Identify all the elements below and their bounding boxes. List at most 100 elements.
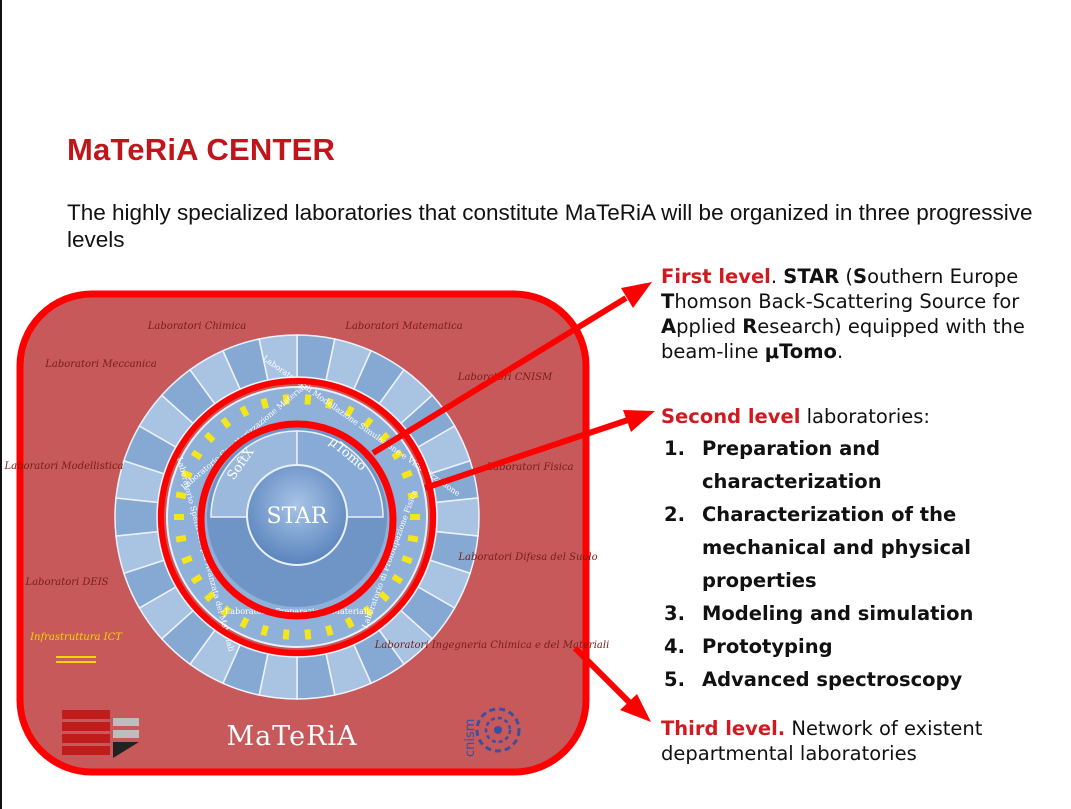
yellow-dash [190, 573, 203, 585]
outer-lab-fisica: Laboratori Fisica [486, 462, 574, 473]
outer-lab-meccanica: Laboratori Meccanica [44, 359, 157, 370]
yellow-dash [325, 624, 334, 637]
star-letter-s: S [853, 265, 868, 288]
yellow-dash [220, 417, 232, 429]
star-core-label: STAR [267, 504, 329, 529]
outer-lab-cnism: Laboratori CNISM [457, 372, 553, 383]
outer-lab-matematica: Laboratori Matematica [344, 321, 462, 332]
outer-ring-segment [114, 497, 159, 537]
second-level-heading: Second level [661, 405, 801, 428]
yellow-dash [344, 616, 355, 629]
yellow-dash [344, 405, 355, 418]
first-level-end: . [836, 340, 844, 363]
outer-ring [114, 334, 480, 700]
list-item-label: Advanced spectroscopy [702, 668, 963, 691]
yellow-dash [260, 397, 269, 410]
stack-logo-icon [62, 710, 139, 758]
second-level-lab-list: 1. Preparation and characterization 2. Cha… [664, 432, 1064, 696]
star-word-1: outhern Europe [867, 265, 1019, 288]
list-item: 3. Modeling and simulation [664, 597, 1064, 630]
yellow-dash [181, 555, 193, 565]
first-level-description: First level. STAR (Southern Europe Thoms… [661, 264, 1061, 364]
yellow-dash [407, 534, 419, 543]
yellow-dash [378, 590, 390, 603]
list-item-label: Prototyping [702, 635, 833, 658]
yellow-dash [401, 469, 413, 479]
list-item-number: 2. [664, 503, 685, 526]
third-level-description: Third level. Network of existent departm… [661, 716, 1061, 766]
ict-underline [56, 656, 96, 663]
outer-lab-modellistica: Laboratori Modellistica [3, 461, 123, 472]
outer-lab-chimica: Laboratori Chimica [147, 321, 247, 332]
intro-text: The highly specialized laboratories that… [67, 200, 1033, 252]
yellow-dash [391, 449, 404, 461]
yellow-dash [362, 605, 374, 617]
first-level-heading: First level [661, 265, 771, 288]
yellow-dash [181, 469, 193, 479]
list-item: 2. Characterization of the mechanical and… [664, 498, 1064, 597]
star-core [246, 464, 348, 566]
list-item-number: 5. [664, 668, 685, 691]
list-item: 4. Prototyping [664, 630, 1064, 663]
list-item: 1. Preparation and characterization [664, 432, 1064, 498]
outer-lab-ingegneria: Laboratori Ingegneria Chimica e del Mate… [374, 640, 610, 651]
left-border-line [0, 0, 2, 809]
outer-lab-ict: Infrastruttura ICT [29, 632, 123, 643]
yellow-dash [378, 431, 390, 444]
cnism-logo-icon [475, 707, 521, 753]
yellow-dash [407, 491, 419, 500]
yellow-dash [239, 616, 250, 629]
outer-lab-deis: Laboratori DEIS [24, 577, 108, 588]
first-level-circle [197, 420, 397, 620]
yellow-dash [391, 573, 404, 585]
arrow-third-level [572, 645, 651, 722]
yellow-dash [204, 431, 216, 444]
star-word-4: esearch) equipped with the beam-line [661, 315, 1025, 363]
outer-ring-segment [258, 334, 298, 381]
outer-lab-difesa: Laboratori Difesa del Suolo [457, 552, 597, 563]
arrow-second-level [424, 410, 655, 491]
yellow-dash [204, 590, 216, 603]
star-word-3: pplied [676, 315, 743, 338]
list-item-number: 3. [664, 602, 685, 625]
list-item-label: Preparation and characterization [702, 437, 882, 493]
yellow-dash [175, 534, 187, 543]
diagram-panel-highlight [16, 290, 590, 776]
yellow-dash [260, 624, 269, 637]
yellow-dash [220, 605, 232, 617]
yellow-dash [175, 491, 187, 500]
list-item-label: Characterization of the mechanical and p… [702, 503, 971, 592]
yellow-dash [304, 394, 312, 405]
yellow-dash [190, 449, 203, 461]
yellow-dash [304, 629, 312, 640]
yellow-dash [282, 394, 290, 405]
second-level-description: Second level laboratories: [661, 404, 1061, 429]
brand-wordmark: MaTeRiA [226, 721, 357, 752]
slide-title: MaTeRiA CENTER [67, 132, 336, 167]
list-item-number: 1. [664, 437, 685, 460]
yellow-dashes [174, 394, 420, 640]
star-acronym: STAR [783, 265, 840, 288]
list-item-number: 4. [664, 635, 685, 658]
outer-ring-segment [435, 497, 480, 537]
list-item-label: Modeling and simulation [702, 602, 974, 625]
arrow-first-level [371, 282, 652, 456]
lab-preparazione: Laboratorio Preparazione Materiali [225, 607, 369, 616]
star-word-2: homson Back-Scattering Source for [674, 290, 1020, 313]
list-item: 5. Advanced spectroscopy [664, 663, 1064, 696]
first-level-open: ( [839, 265, 854, 288]
yellow-dash [282, 629, 290, 640]
yellow-dash [239, 405, 250, 418]
first-level-sep: . [770, 265, 784, 288]
cnism-logo-text: cnism [463, 719, 478, 757]
yellow-dash [174, 514, 184, 520]
second-level-rest: laboratories: [800, 405, 930, 428]
yellow-dash [401, 555, 413, 565]
star-letter-t: T [661, 290, 675, 313]
star-letter-a: A [661, 315, 677, 338]
yellow-dash [325, 397, 334, 410]
third-level-rest: Network of existent departmental laborat… [661, 717, 983, 765]
beamline-name: μTomo [764, 340, 837, 363]
second-level-circle [158, 378, 436, 656]
